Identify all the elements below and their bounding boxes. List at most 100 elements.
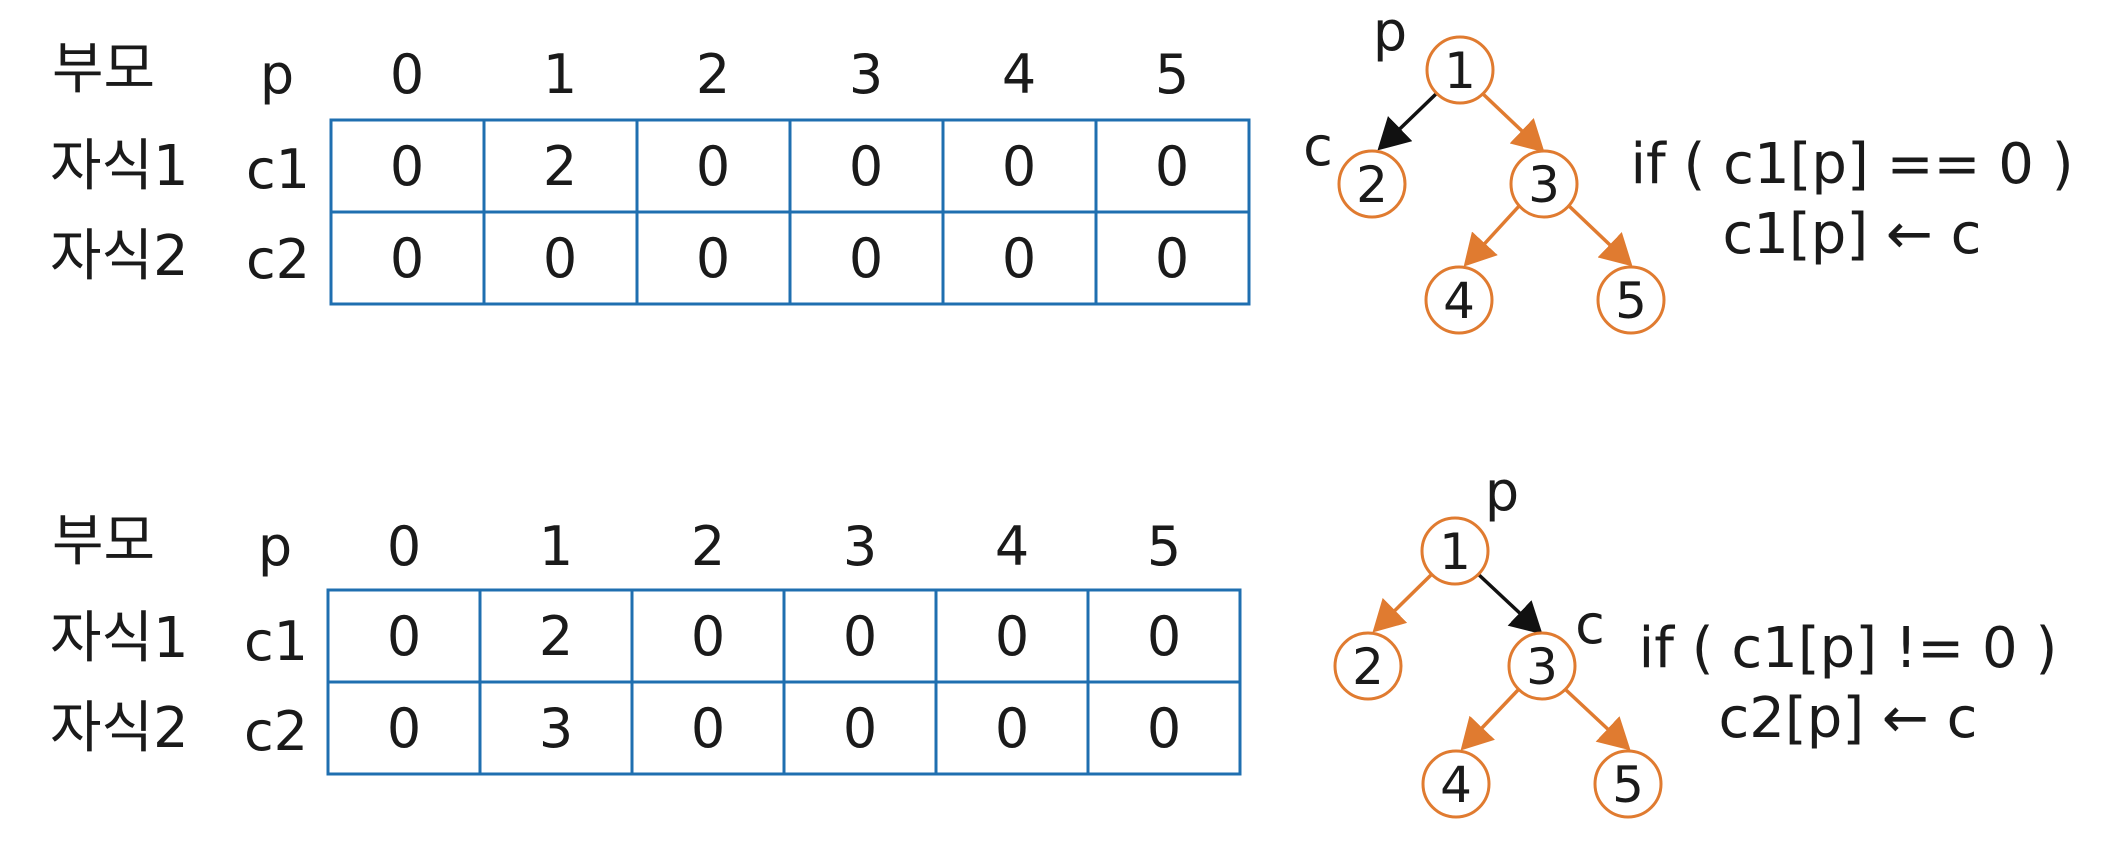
table-cell — [1094, 118, 1251, 214]
c2-value: 0 — [843, 697, 877, 760]
c2-value: 0 — [1002, 227, 1036, 290]
c1-value: 0 — [995, 605, 1029, 668]
tree-node — [1424, 265, 1494, 335]
panel-1: 부모 자식1 자식2 p c1 c2 0 1 2 3 4 5 — [50, 0, 2074, 335]
table-cell — [478, 680, 634, 776]
table-cell — [1094, 210, 1251, 306]
var-label-c2: c2 — [244, 700, 308, 763]
table-cell — [934, 680, 1090, 776]
table-cell — [1086, 588, 1242, 684]
c2-value: 0 — [1155, 227, 1189, 290]
code-condition: if ( c1[p] == 0 ) — [1630, 132, 2073, 197]
tree-node — [1596, 265, 1666, 335]
c1-value: 0 — [696, 135, 730, 198]
index-cell: 3 — [843, 515, 877, 578]
index-cell: 4 — [995, 515, 1029, 578]
c1-value: 2 — [543, 135, 577, 198]
c2-value: 0 — [390, 227, 424, 290]
c1-value: 2 — [539, 605, 573, 668]
table-cell — [326, 680, 482, 776]
c2-value: 0 — [691, 697, 725, 760]
c2-value: 0 — [387, 697, 421, 760]
row-label-child2: 자식2 — [50, 696, 189, 761]
tree-edge — [1480, 91, 1545, 153]
var-label-c1: c1 — [246, 138, 310, 201]
c1-value: 0 — [1155, 135, 1189, 198]
table-cell — [478, 588, 634, 684]
tree-edge-highlight — [1377, 91, 1439, 151]
row-label-parent: 부모 — [52, 509, 155, 574]
c1-value: 0 — [849, 135, 883, 198]
table-cell — [329, 118, 486, 214]
code-condition: if ( c1[p] != 0 ) — [1639, 616, 2058, 681]
tree-node — [1425, 35, 1495, 105]
c2-value: 0 — [849, 227, 883, 290]
node-label: 3 — [1526, 638, 1558, 696]
c1-value: 0 — [1147, 605, 1181, 668]
index-cell: 4 — [1002, 43, 1036, 106]
binary-tree: 1 2 3 4 5 p c — [1303, 0, 1666, 335]
var-label-p: p — [258, 515, 292, 578]
array-table: 0 2 0 0 0 0 0 0 0 0 0 0 — [329, 118, 1251, 306]
index-cell: 2 — [696, 43, 730, 106]
index-cell: 1 — [539, 515, 573, 578]
c2-value: 3 — [539, 697, 573, 760]
row-label-child1: 자식1 — [50, 606, 189, 671]
tree-node — [1337, 149, 1407, 219]
tree-node — [1421, 749, 1491, 819]
node-label: 4 — [1440, 756, 1472, 814]
node-label: 2 — [1356, 156, 1388, 214]
index-cell: 2 — [691, 515, 725, 578]
tree-node — [1420, 516, 1490, 586]
tree-edge — [1566, 203, 1633, 267]
code-assignment: c1[p] ← c — [1723, 202, 1982, 267]
var-label-c2: c2 — [246, 228, 310, 291]
c1-value: 0 — [843, 605, 877, 668]
pointer-label-c: c — [1575, 593, 1605, 656]
node-label: 4 — [1443, 272, 1475, 330]
row-label-child2: 자식2 — [50, 224, 189, 289]
index-cell: 3 — [849, 43, 883, 106]
pointer-label-p: p — [1485, 460, 1519, 523]
c2-value: 0 — [543, 227, 577, 290]
pointer-label-p: p — [1373, 0, 1407, 63]
var-label-c1: c1 — [244, 610, 308, 673]
table-cell — [934, 588, 1090, 684]
table-cell — [1086, 680, 1242, 776]
node-label: 1 — [1439, 523, 1471, 581]
pointer-label-c: c — [1303, 115, 1333, 178]
c2-value: 0 — [1147, 697, 1181, 760]
index-cell: 0 — [387, 515, 421, 578]
array-table: 0 2 0 0 0 0 0 3 0 0 0 0 — [326, 588, 1242, 776]
c2-value: 0 — [696, 227, 730, 290]
tree-edge — [1460, 688, 1520, 751]
c1-value: 0 — [390, 135, 424, 198]
node-label: 3 — [1528, 156, 1560, 214]
tree-edge — [1564, 688, 1631, 751]
table-cell — [630, 680, 786, 776]
tree-edge — [1372, 572, 1434, 633]
c1-value: 0 — [691, 605, 725, 668]
binary-tree: 1 2 3 4 5 p c — [1333, 460, 1663, 819]
table-cell — [482, 210, 639, 306]
table-cell — [329, 210, 486, 306]
node-label: 5 — [1615, 272, 1647, 330]
node-label: 1 — [1444, 42, 1476, 100]
c1-value: 0 — [387, 605, 421, 668]
code-assignment: c2[p] ← c — [1719, 686, 1978, 751]
tree-node — [1593, 749, 1663, 819]
tree-node — [1333, 631, 1403, 701]
index-cell: 5 — [1147, 515, 1181, 578]
table-cell — [635, 210, 792, 306]
index-cell: 1 — [543, 43, 577, 106]
var-label-p: p — [260, 43, 294, 106]
c1-value: 0 — [1002, 135, 1036, 198]
row-label-parent: 부모 — [52, 37, 155, 102]
node-label: 2 — [1352, 638, 1384, 696]
node-label: 5 — [1612, 756, 1644, 814]
tree-node — [1509, 149, 1579, 219]
panel-2: 부모 자식1 자식2 p c1 c2 0 1 2 3 4 5 0 — [50, 460, 2058, 819]
c2-value: 0 — [995, 697, 1029, 760]
tree-edge — [1463, 203, 1522, 267]
